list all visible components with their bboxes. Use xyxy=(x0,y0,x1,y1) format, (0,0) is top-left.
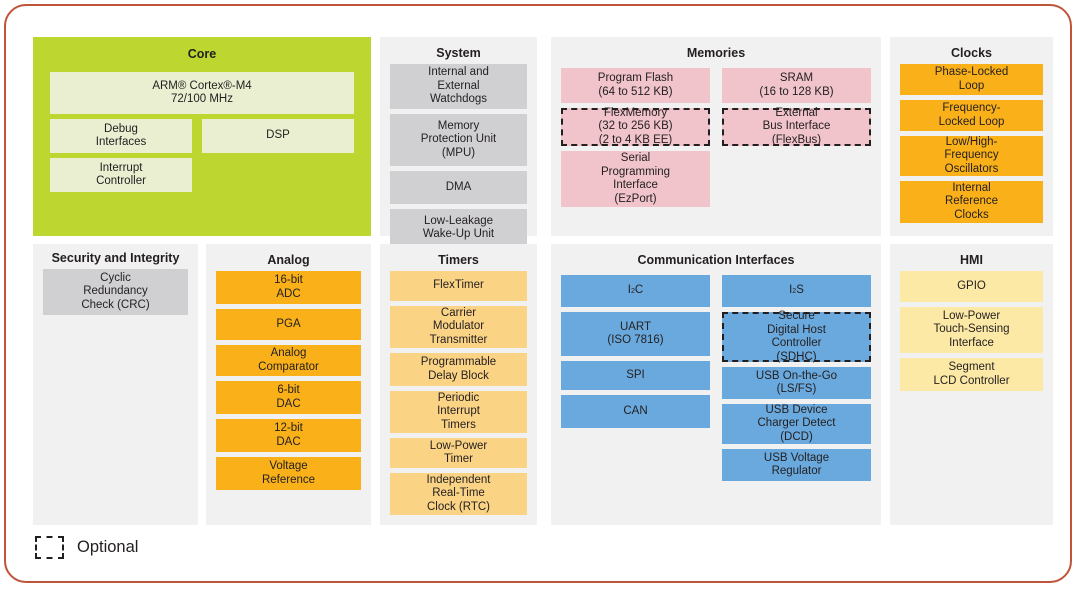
panel-title-clocks: Clocks xyxy=(951,46,992,60)
panel-title-core: Core xyxy=(187,47,217,61)
block-carrier-modulator-transmitter: Carrier Modulator Transmitter xyxy=(390,306,527,348)
panel-title-security: Security and Integrity xyxy=(51,251,180,265)
panel-title-communication: Communication Interfaces xyxy=(637,253,795,267)
block-programmable-delay-block: Programmable Delay Block xyxy=(390,353,527,386)
block-secure-digital-host-controller-sdhc: Secure Digital Host Controller (SDHC) xyxy=(722,310,871,363)
block-12-bit-dac: 12-bit DAC xyxy=(216,419,361,452)
block-list-memories-right: SRAM (16 to 128 KB) External Bus Interfac… xyxy=(722,68,871,212)
block-independent-real-time-clock-rtc: Independent Real-Time Clock (RTC) xyxy=(390,473,527,515)
panel-core: Core ARM® Cortex®-M4 72/100 MHz Debug In… xyxy=(33,37,371,236)
block-uart-iso-7816: UART (ISO 7816) xyxy=(561,312,710,356)
panel-title-hmi: HMI xyxy=(960,253,983,267)
block-external-bus-interface-flexbus: External Bus Interface (FlexBus) xyxy=(722,107,871,146)
block-voltage-reference: Voltage Reference xyxy=(216,457,361,490)
block-spi: SPI xyxy=(561,361,710,390)
legend: Optional xyxy=(35,536,138,559)
block-memory-protection-unit-mpu: Memory Protection Unit (MPU) xyxy=(390,114,527,166)
block-serial-programming-interface-ezport: Serial Programming Interface (EzPort) xyxy=(561,151,710,207)
block-internal-reference-clocks: Internal Reference Clocks xyxy=(900,181,1043,223)
block-gpio: GPIO xyxy=(900,271,1043,302)
block-6-bit-dac: 6-bit DAC xyxy=(216,381,361,414)
block-usb-voltage-regulator: USB Voltage Regulator xyxy=(722,449,871,481)
block-program-flash-64-to-512-kb: Program Flash (64 to 512 KB) xyxy=(561,68,710,103)
block-periodic-interrupt-timers: Periodic Interrupt Timers xyxy=(390,391,527,433)
block-low-leakage-wake-up-unit: Low-Leakage Wake-Up Unit xyxy=(390,209,527,247)
block-internal-and-external-watchdogs: Internal and External Watchdogs xyxy=(390,64,527,109)
legend-optional-label: Optional xyxy=(77,538,139,556)
block-can: CAN xyxy=(561,395,710,428)
block-phase-locked-loop: Phase-Locked Loop xyxy=(900,64,1043,95)
block-interrupt-controller: Interrupt Controller xyxy=(50,158,192,192)
panel-title-analog: Analog xyxy=(267,253,310,267)
panel-analog: Analog 16-bit ADC PGA Analog Comparator 6-b… xyxy=(206,244,371,525)
panel-title-system: System xyxy=(436,46,481,60)
block-cyclic-redundancy-check-crc: Cyclic Redundancy Check (CRC) xyxy=(43,269,188,315)
panel-title-timers: Timers xyxy=(438,253,479,267)
block-sram-16-to-128-kb: SRAM (16 to 128 KB) xyxy=(722,68,871,103)
block-flexmemory-32-to-256-kb-2-to-4-kb-ee: FlexMemory (32 to 256 KB) (2 to 4 KB EE) xyxy=(561,107,710,146)
block-segment-lcd-controller: Segment LCD Controller xyxy=(900,358,1043,391)
block-usb-on-the-go-ls-fs: USB On-the-Go (LS/FS) xyxy=(722,367,871,399)
block-low-high-frequency-oscillators: Low/High- Frequency Oscillators xyxy=(900,136,1043,176)
block-list-memories-left: Program Flash (64 to 512 KB) FlexMemory (… xyxy=(561,68,710,212)
block-low-power-touch-sensing-interface: Low-Power Touch-Sensing Interface xyxy=(900,307,1043,353)
block-dsp: DSP xyxy=(202,119,354,153)
panel-memories: Memories Program Flash (64 to 512 KB) Fle… xyxy=(551,37,881,236)
block-analog-comparator: Analog Comparator xyxy=(216,345,361,376)
panel-hmi: HMI GPIO Low-Power Touch-Sensing Interfac… xyxy=(890,244,1053,525)
panel-security-and-integrity: Security and Integrity Cyclic Redundancy… xyxy=(33,244,198,525)
legend-optional-swatch xyxy=(35,536,64,559)
block-debug-interfaces: Debug Interfaces xyxy=(50,119,192,153)
block-frequency-locked-loop: Frequency- Locked Loop xyxy=(900,100,1043,131)
block-arm-cortex-m4: ARM® Cortex®-M4 72/100 MHz xyxy=(50,72,354,114)
block-low-power-timer: Low-Power Timer xyxy=(390,438,527,468)
block-list-security: Cyclic Redundancy Check (CRC) xyxy=(33,269,198,315)
block-usb-device-charger-detect-dcd: USB Device Charger Detect (DCD) xyxy=(722,404,871,444)
block-flextimer: FlexTimer xyxy=(390,271,527,301)
block-pga: PGA xyxy=(216,309,361,340)
block-dma: DMA xyxy=(390,171,527,204)
block-list-analog: 16-bit ADC PGA Analog Comparator 6-bit DAC 1… xyxy=(206,271,371,490)
diagram-frame: Core ARM® Cortex®-M4 72/100 MHz Debug In… xyxy=(4,4,1072,583)
panel-title-memories: Memories xyxy=(686,46,746,60)
block-16-bit-adc: 16-bit ADC xyxy=(216,271,361,304)
